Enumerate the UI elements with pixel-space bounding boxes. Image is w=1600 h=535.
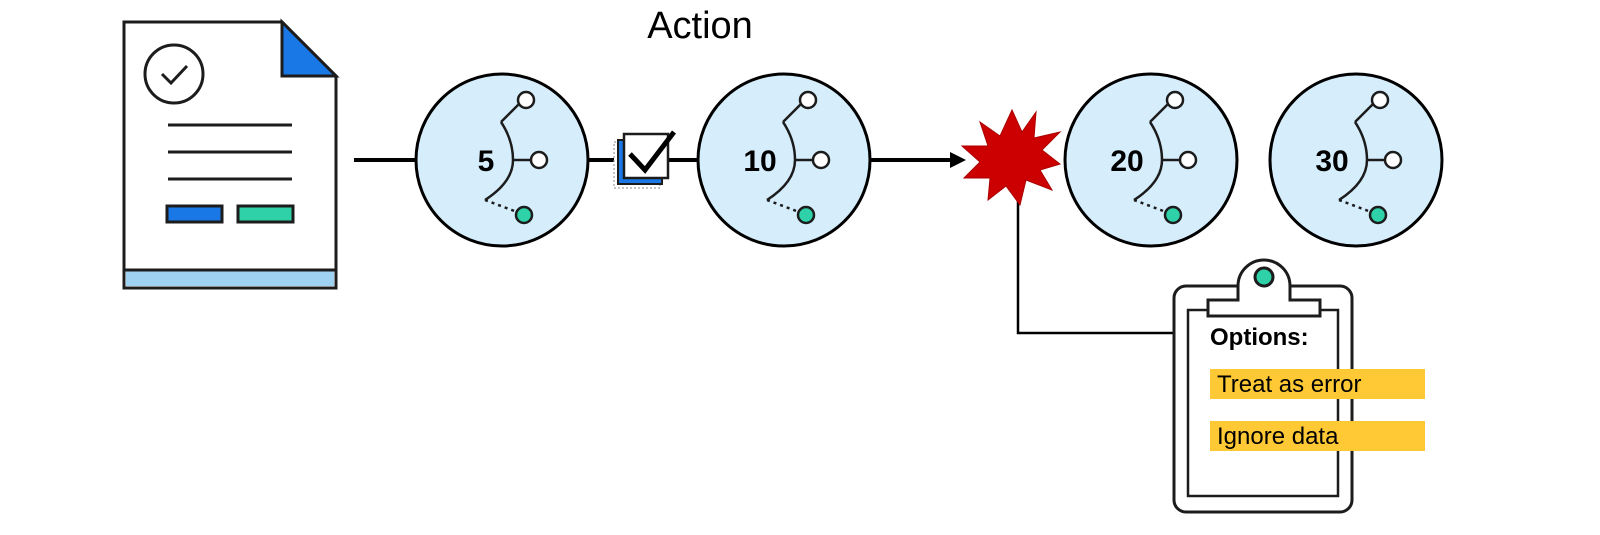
step-node: 30: [1268, 72, 1444, 248]
options-title: Options:: [1210, 324, 1309, 351]
step-node: 10: [696, 72, 872, 248]
step-label: 30: [1315, 145, 1348, 178]
step-node: 20: [1063, 72, 1239, 248]
diagram-title: Action: [647, 5, 753, 47]
option-ignore-data[interactable]: Ignore data: [1217, 423, 1339, 450]
step-label: 20: [1110, 145, 1143, 178]
step-node: 5: [414, 72, 590, 248]
step-label: 5: [478, 145, 495, 178]
check-circle-icon: [143, 43, 205, 105]
option-highlight: [1210, 369, 1425, 399]
checkbox-icon: [613, 130, 676, 189]
step-label: 10: [743, 145, 776, 178]
option-treat-as-error[interactable]: Treat as error: [1217, 371, 1361, 398]
document-icon: [122, 18, 340, 290]
error-burst-icon: [960, 108, 1062, 207]
option-highlight: [1210, 421, 1425, 451]
options-panel: Options: Treat as error Ignore data: [1210, 324, 1425, 451]
